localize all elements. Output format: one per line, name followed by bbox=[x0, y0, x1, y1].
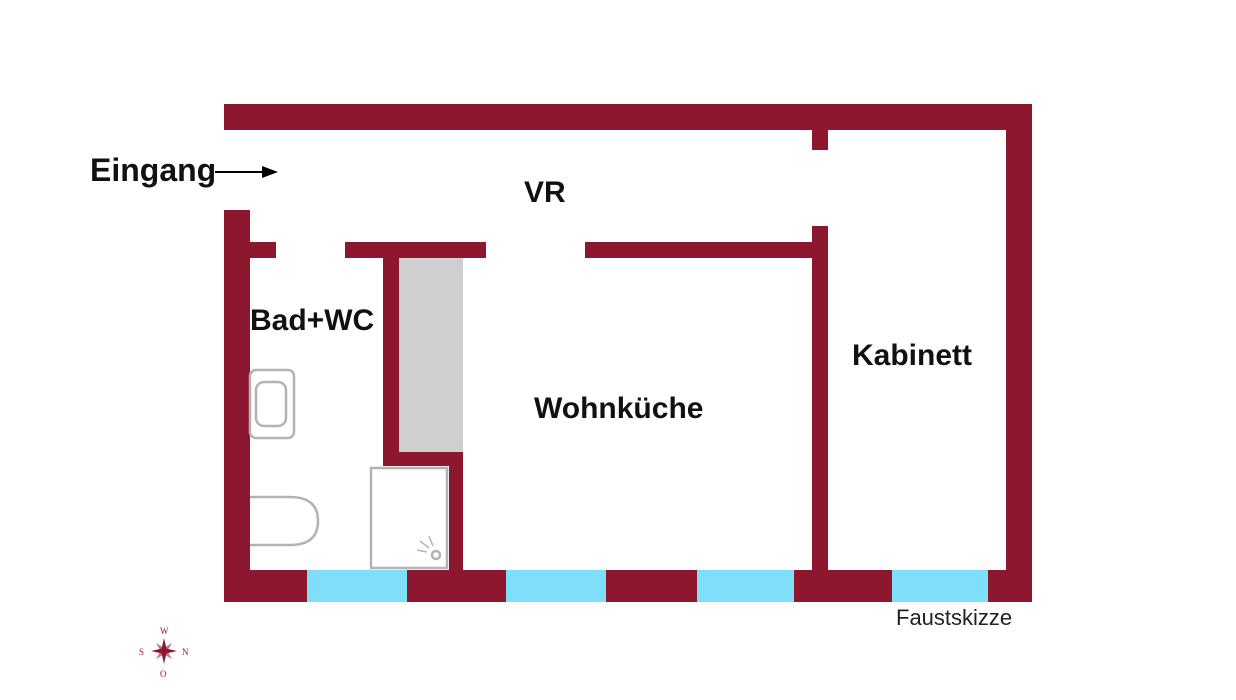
cabinet-room-label: Kabinett bbox=[852, 339, 972, 372]
compass-label-left: S bbox=[139, 647, 144, 657]
window-cabinet-room bbox=[892, 570, 988, 602]
wall-room-partition-stub bbox=[812, 104, 828, 150]
wall-bath-partition bbox=[383, 242, 399, 456]
built-in-cabinet bbox=[399, 258, 463, 452]
bathroom-label: Bad+WC bbox=[250, 304, 374, 337]
sketch-note: Faustskizze bbox=[896, 605, 1012, 630]
wall-hall-segment-2 bbox=[345, 242, 486, 258]
wall-room-partition bbox=[812, 226, 828, 572]
window-kitchen-right bbox=[697, 570, 794, 602]
wall-kitchen-partition bbox=[449, 452, 463, 572]
wall-right bbox=[1006, 104, 1032, 602]
window-bathroom bbox=[307, 570, 407, 602]
shower-icon bbox=[369, 466, 449, 570]
wall-hall-segment-3 bbox=[585, 242, 823, 258]
compass-label-bottom: O bbox=[160, 669, 167, 679]
compass-rose-icon: W N O S bbox=[139, 626, 189, 679]
hallway-label: VR bbox=[524, 176, 566, 209]
wall-cabinet-bottom bbox=[383, 452, 463, 466]
window-kitchen-left bbox=[506, 570, 606, 602]
entrance-label: Eingang bbox=[90, 152, 216, 188]
washbasin-icon bbox=[248, 368, 296, 440]
wall-top bbox=[224, 104, 1032, 130]
arrow-right-icon bbox=[215, 166, 278, 178]
compass-label-right: N bbox=[182, 647, 189, 657]
toilet-icon bbox=[250, 495, 320, 547]
wall-left bbox=[224, 210, 250, 602]
compass-label-top: W bbox=[160, 626, 169, 636]
wall-hall-segment-1 bbox=[224, 242, 276, 258]
living-kitchen-label: Wohnküche bbox=[534, 392, 703, 425]
